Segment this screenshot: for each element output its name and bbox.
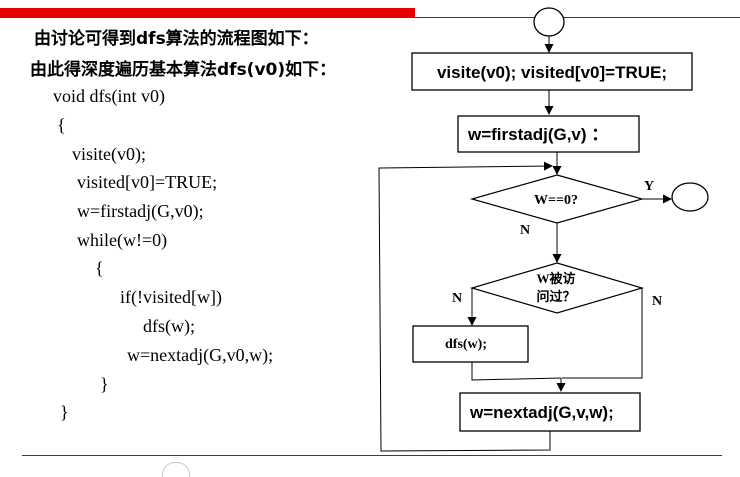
label-no-right: N	[652, 294, 662, 309]
box-visit	[411, 52, 693, 91]
label-yes: Y	[644, 179, 654, 194]
title-accent-bar	[0, 8, 415, 18]
heading-line-1: 由讨论可得到dfs算法的流程图如下：	[34, 29, 319, 49]
heading-line-2: 由此得深度遍历基本算法dfs(v0)如下：	[30, 60, 337, 80]
code-line-2: {	[57, 115, 66, 135]
box-nextadj	[459, 392, 641, 432]
box-visit-text: visite(v0); visited[v0]=TRUE;	[437, 63, 667, 82]
code-line-1: void dfs(int v0)	[53, 86, 165, 106]
start-terminal	[533, 7, 565, 37]
decision-visited	[469, 262, 645, 314]
box-firstadj	[457, 115, 640, 153]
label-no-left: N	[452, 291, 462, 306]
line-dfs-to-merge	[471, 362, 562, 381]
arrow-loop-back	[378, 161, 553, 452]
box-nextadj-text: w=nextadj(G,v,w);	[469, 403, 614, 422]
code-line-6: while(w!=0)	[77, 230, 168, 250]
title-accent-line	[415, 17, 740, 18]
line-visited-to-merge	[562, 288, 643, 379]
footer-divider	[22, 455, 722, 456]
box-firstadj-text: w=firstadj(G,v) ：	[467, 125, 608, 144]
box-dfs-text: dfs(w);	[445, 337, 487, 352]
code-line-3: visite(v0);	[72, 144, 146, 164]
label-no-1: N	[520, 223, 530, 238]
code-line-5: w=firstadj(G,v0);	[77, 201, 204, 221]
code-line-9: dfs(w);	[143, 316, 195, 336]
decision-visited-text-1: W被访	[536, 271, 575, 286]
box-dfs	[412, 325, 529, 363]
code-line-11: }	[100, 374, 109, 394]
code-line-10: w=nextadj(G,v0,w);	[127, 345, 274, 365]
code-line-4: visited[v0]=TRUE;	[77, 172, 218, 192]
decision-w0-text: W==0?	[534, 193, 578, 208]
decision-visited-text-2: 问过？	[536, 289, 575, 304]
end-terminal	[671, 182, 709, 212]
code-line-8: if(!visited[w])	[120, 287, 222, 307]
code-line-7: {	[95, 258, 104, 278]
code-line-12: }	[60, 402, 69, 422]
